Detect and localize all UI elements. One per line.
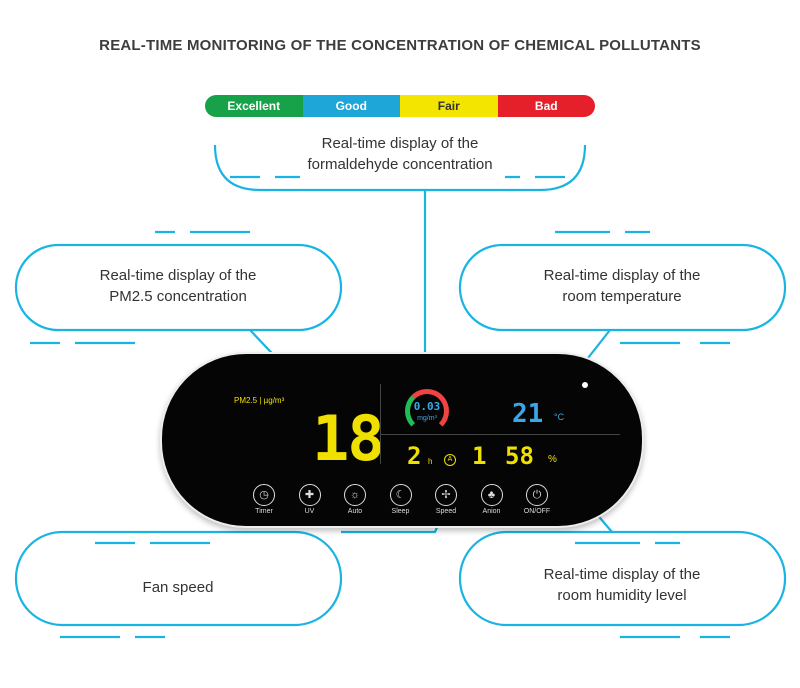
scale-bad: Bad bbox=[497, 95, 595, 117]
button-label: ON/OFF bbox=[523, 508, 551, 515]
pm25-value: 18 bbox=[312, 402, 385, 475]
hcho-gauge bbox=[405, 389, 449, 433]
formaldehyde-bubble bbox=[213, 144, 587, 192]
button-label: UV bbox=[304, 508, 315, 515]
fan-bubble bbox=[14, 530, 343, 627]
button-label: Sleep bbox=[391, 508, 410, 515]
callout-text: room humidity level bbox=[557, 587, 687, 604]
pm25-label: PM2.5 | µg/m³ bbox=[234, 396, 285, 405]
humidity-value: 58 bbox=[505, 442, 534, 470]
humidity-bubble bbox=[458, 530, 787, 627]
button-uv[interactable]: ✚ UV bbox=[290, 484, 330, 515]
bulb-icon: ☼ bbox=[344, 484, 366, 506]
button-onoff[interactable]: ⏻ ON/OFF bbox=[517, 484, 557, 515]
pm25-bubble bbox=[14, 243, 343, 332]
button-label: Auto bbox=[347, 508, 363, 515]
hcho-unit: mg/m³ bbox=[417, 415, 437, 422]
auto-mode-indicator: A bbox=[444, 454, 456, 466]
button-label: Speed bbox=[435, 508, 457, 515]
button-sleep[interactable]: ☾ Sleep bbox=[381, 484, 421, 515]
divider bbox=[380, 384, 381, 464]
divider bbox=[380, 434, 620, 435]
callout-text: formaldehyde concentration bbox=[307, 156, 493, 173]
page-title: REAL-TIME MONITORING OF THE CONCENTRATIO… bbox=[99, 37, 701, 54]
dashes bbox=[30, 230, 250, 345]
button-timer[interactable]: ◷ Timer bbox=[244, 484, 284, 515]
button-label: Anion bbox=[482, 508, 501, 515]
purifier-display-panel: PM2.5 | µg/m³ 18 0.03 mg/m³ 21 °C 2 h A … bbox=[160, 352, 644, 528]
callout-text: room temperature bbox=[562, 288, 682, 305]
power-icon: ⏻ bbox=[526, 484, 548, 506]
moon-icon: ☾ bbox=[389, 484, 412, 506]
hcho-value: 0.03 bbox=[413, 400, 441, 413]
humidity-unit: % bbox=[548, 454, 557, 465]
callout-text: Real-time display of the bbox=[99, 267, 257, 284]
fan-speed-value: 1 bbox=[472, 442, 487, 470]
fan-icon: ✢ bbox=[435, 484, 457, 506]
button-label: Timer bbox=[255, 508, 273, 515]
temperature-callout: Real-time display of the room temperatur… bbox=[472, 265, 772, 307]
scale-fair: Fair bbox=[400, 95, 498, 117]
humidity-callout: Real-time display of the room humidity l… bbox=[472, 564, 772, 606]
scale-excellent: Excellent bbox=[205, 95, 303, 117]
formaldehyde-callout: Real-time display of the formaldehyde co… bbox=[250, 133, 550, 175]
air-quality-scale: Excellent Good Fair Bad bbox=[205, 95, 595, 117]
callout-text: Real-time display of the bbox=[543, 566, 701, 583]
tree-icon: ♣ bbox=[480, 484, 503, 506]
callout-text: Real-time display of the bbox=[321, 135, 479, 152]
scale-good: Good bbox=[302, 95, 400, 117]
temperature-bubble bbox=[458, 243, 787, 332]
indicator-dot bbox=[582, 382, 588, 388]
pm25-callout: Real-time display of the PM2.5 concentra… bbox=[28, 265, 328, 307]
timer-unit: h bbox=[428, 457, 433, 466]
shield-icon: ✚ bbox=[298, 484, 321, 506]
callout-text: PM2.5 concentration bbox=[109, 288, 247, 305]
callout-text: Real-time display of the bbox=[543, 267, 701, 284]
button-auto[interactable]: ☼ Auto bbox=[335, 484, 375, 515]
fan-callout: Fan speed bbox=[28, 577, 328, 598]
dashes bbox=[555, 230, 730, 345]
dashes bbox=[60, 541, 210, 639]
button-speed[interactable]: ✢ Speed bbox=[426, 484, 466, 515]
timer-value: 2 bbox=[407, 442, 422, 470]
temperature-value: 21 bbox=[512, 399, 544, 429]
temperature-unit: °C bbox=[554, 412, 565, 422]
button-anion[interactable]: ♣ Anion bbox=[472, 484, 512, 515]
clock-icon: ◷ bbox=[253, 484, 275, 506]
callout-text: Fan speed bbox=[142, 579, 214, 596]
dashes bbox=[575, 541, 730, 639]
